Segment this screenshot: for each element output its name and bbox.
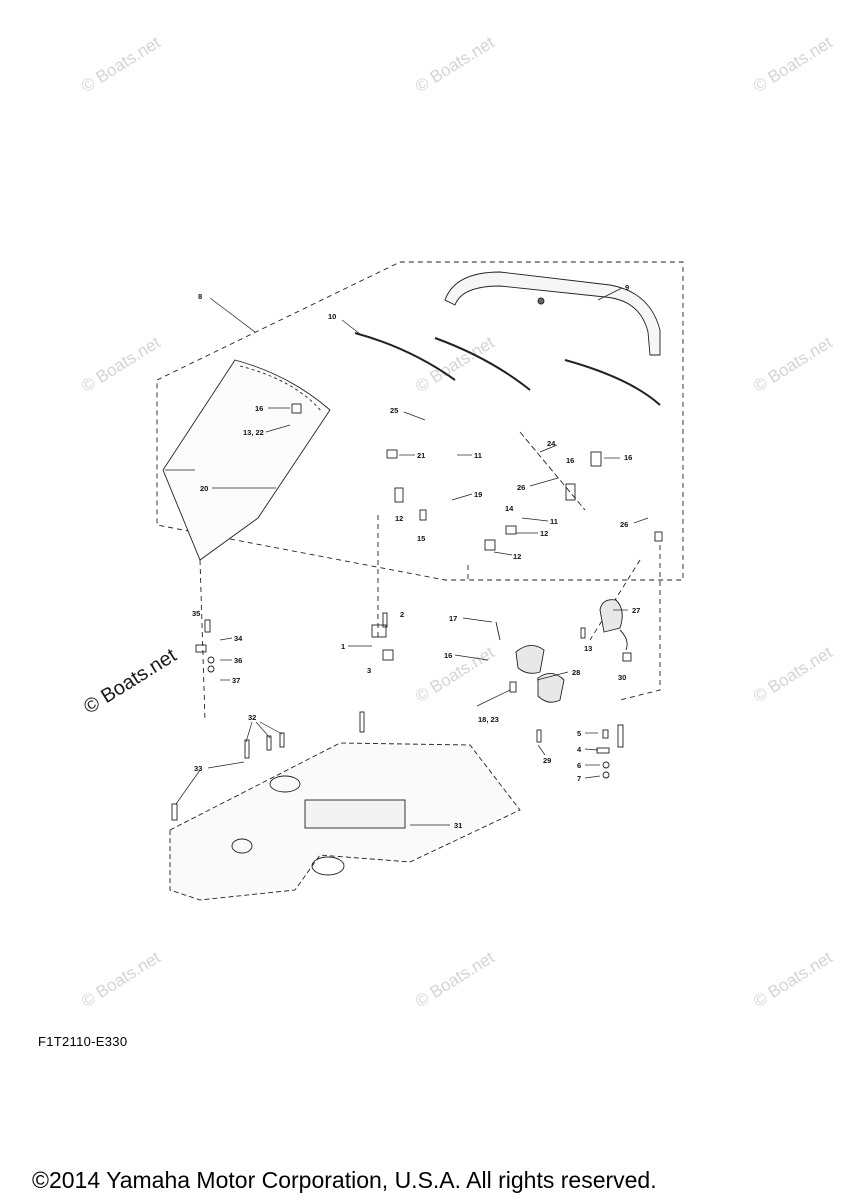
callout-27: 27 [632, 606, 640, 615]
callout-36: 36 [234, 656, 242, 665]
callout-4: 4 [577, 745, 582, 754]
callout-9: 9 [625, 283, 629, 292]
callout-17: 17 [449, 614, 457, 623]
hardware-part [386, 449, 398, 459]
cable [519, 431, 586, 511]
callout-16: 16 [444, 651, 452, 660]
callout-33: 33 [194, 764, 202, 773]
callout-34: 34 [234, 634, 243, 643]
hardware-part [590, 451, 602, 467]
callout-32: 32 [248, 713, 256, 722]
callout-13-22: 13, 22 [243, 428, 264, 437]
callout-35: 35 [192, 609, 200, 618]
callout-6: 6 [577, 761, 581, 770]
speaker-housing [515, 645, 545, 674]
copyright-notice: ©2014 Yamaha Motor Corporation, U.S.A. A… [32, 1167, 657, 1193]
callout-1: 1 [341, 642, 345, 651]
trim-strip [354, 332, 456, 381]
figure-code: F1T2110-E330 [38, 1034, 128, 1049]
hardware-part [291, 403, 302, 414]
callout-21: 21 [417, 451, 425, 460]
callout-13: 13 [584, 644, 592, 653]
callout-12: 12 [395, 514, 403, 523]
panel-access-cover [304, 799, 406, 829]
hardware-part [394, 487, 404, 503]
callout-28: 28 [572, 668, 580, 677]
callout-26: 26 [620, 520, 628, 529]
callout-3: 3 [367, 666, 371, 675]
callout-26: 26 [517, 483, 525, 492]
callout-12: 12 [513, 552, 521, 561]
hardware-part [484, 539, 496, 551]
windshield-frame [444, 271, 661, 356]
callout-8: 8 [198, 292, 202, 301]
callout-2: 2 [400, 610, 404, 619]
trim-strip [564, 359, 661, 406]
callout-29: 29 [543, 756, 551, 765]
glass-panel [162, 359, 331, 561]
assembly-boundary [156, 261, 684, 581]
callout-15: 15 [417, 534, 425, 543]
callout-12: 12 [540, 529, 548, 538]
callout-19: 19 [474, 490, 482, 499]
frame-bolt [537, 297, 545, 305]
hardware-part [565, 483, 576, 501]
callout-11: 11 [474, 451, 482, 460]
callout-16: 16 [624, 453, 632, 462]
hardware-part [419, 509, 427, 521]
callout-10: 10 [328, 312, 336, 321]
speaker-housing [599, 599, 623, 633]
callout-16: 16 [255, 404, 263, 413]
callout-14: 14 [505, 504, 514, 513]
callout-7: 7 [577, 774, 581, 783]
callout-24: 24 [547, 439, 556, 448]
callout-16: 16 [566, 456, 574, 465]
callout-18-23: 18, 23 [478, 715, 499, 724]
speaker-housing [537, 673, 565, 703]
callout-30: 30 [618, 673, 626, 682]
trim-strip [434, 337, 531, 391]
callout-5: 5 [577, 729, 581, 738]
hardware-part [654, 531, 663, 542]
callout-37: 37 [232, 676, 240, 685]
callout-31: 31 [454, 821, 462, 830]
callout-11: 11 [550, 517, 558, 526]
callout-25: 25 [390, 406, 398, 415]
callout-20: 20 [200, 484, 208, 493]
bracket [371, 624, 387, 638]
hardware-part [505, 525, 517, 535]
